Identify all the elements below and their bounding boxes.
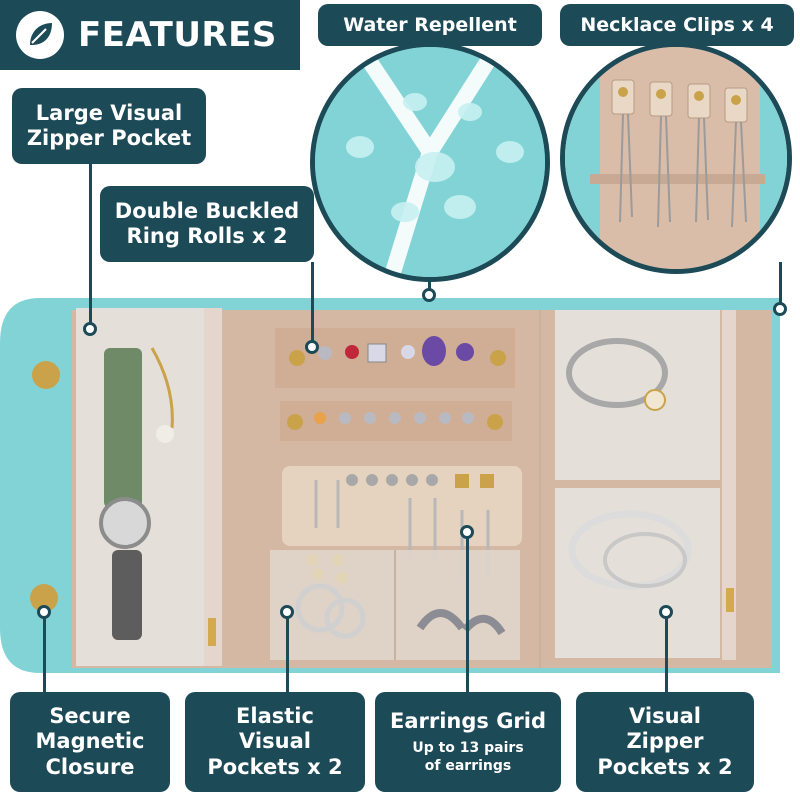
connector-earrings: [466, 532, 469, 698]
connector-large-zipper: [89, 162, 92, 330]
connector-ring-rolls: [311, 262, 314, 346]
connector-magnetic: [43, 612, 46, 698]
marker-magnetic: [37, 605, 51, 619]
connector-visual-zipper: [665, 612, 668, 698]
label-visual-zipper-pockets: Visual Zipper Pockets x 2: [576, 692, 754, 792]
label-water-repellent: Water Repellent: [318, 4, 542, 46]
connector-necklace: [779, 262, 782, 308]
marker-ring-rolls: [305, 340, 319, 354]
label-elastic-pockets: Elastic Visual Pockets x 2: [185, 692, 365, 792]
marker-large-zipper: [83, 322, 97, 336]
label-necklace-clips: Necklace Clips x 4: [560, 4, 794, 46]
label-earrings-grid: Earrings Grid Up to 13 pairs of earrings: [375, 692, 561, 792]
marker-visual-zipper: [659, 605, 673, 619]
water-repellent-zoom: [310, 42, 550, 282]
jewelry-organizer-photo: [0, 298, 780, 673]
features-header: FEATURES: [0, 0, 300, 70]
connector-elastic: [286, 612, 289, 698]
label-ring-rolls: Double Buckled Ring Rolls x 2: [100, 186, 314, 262]
features-title: FEATURES: [78, 15, 277, 55]
marker-water: [422, 288, 436, 302]
marker-elastic: [280, 605, 294, 619]
label-magnetic-closure: Secure Magnetic Closure: [10, 692, 170, 792]
marker-necklace: [773, 302, 787, 316]
marker-earrings: [460, 525, 474, 539]
label-large-zipper-pocket: Large Visual Zipper Pocket: [12, 88, 206, 164]
leaf-icon: [16, 11, 64, 59]
necklace-clips-zoom: [560, 42, 792, 274]
